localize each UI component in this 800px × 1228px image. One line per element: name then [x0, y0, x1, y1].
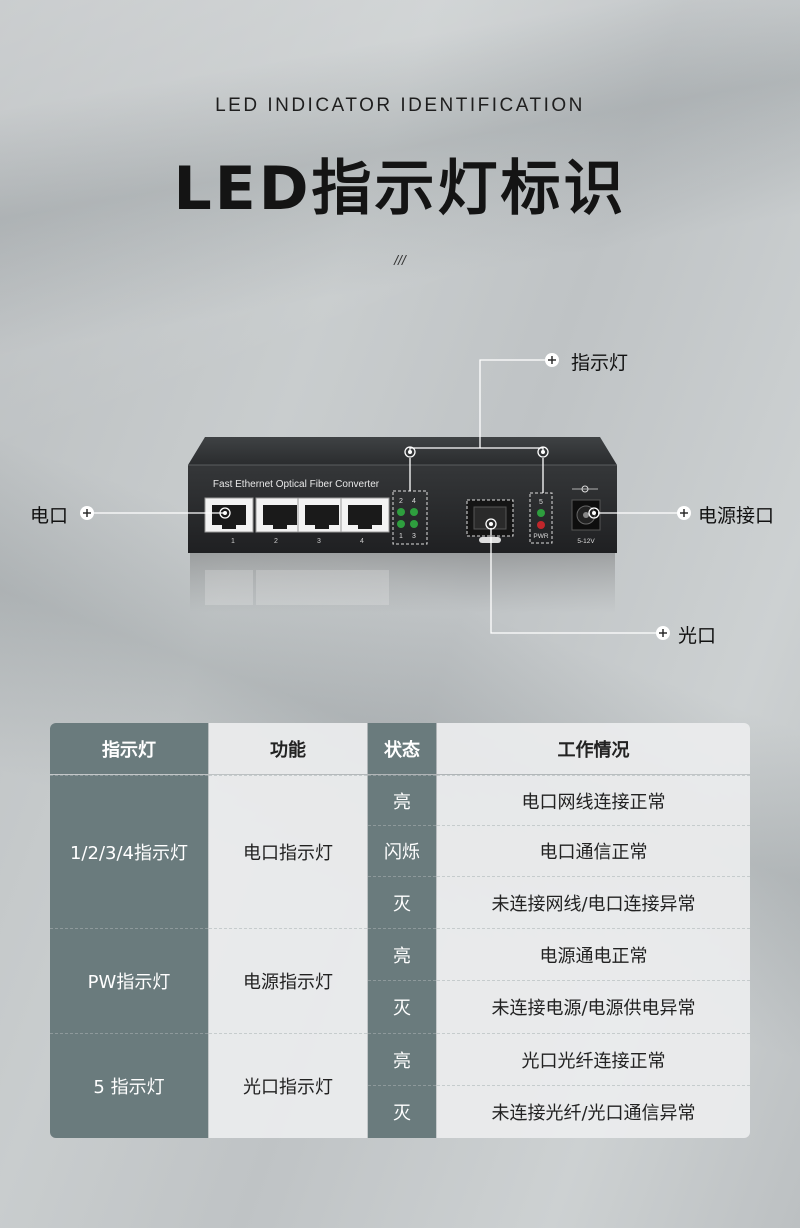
led-label-4: 4: [412, 498, 416, 505]
led-2: [397, 508, 405, 516]
callout-lines: [93, 359, 678, 634]
led-indicator-table: 指示灯 功能 状态 工作情况 1/2/3/4指示灯 电口指示灯 亮 电口网线连接…: [50, 723, 750, 1138]
table-cell-state: 闪烁: [368, 826, 436, 877]
callout-rj45: 电口: [30, 505, 69, 527]
table-cell-state: 灭: [368, 877, 436, 929]
callout-indicator: 指示灯: [571, 352, 629, 374]
port-number-4: 4: [360, 538, 364, 545]
table-cell-description: 未连接光纤/光口通信异常: [437, 1086, 750, 1138]
table-cell-indicator: 5 指示灯: [50, 1034, 208, 1138]
plus-icon: [80, 506, 94, 520]
plus-icon: [677, 506, 691, 520]
table-cell-state: 亮: [368, 929, 436, 981]
rj45-port-2: [255, 497, 305, 533]
table-cell-function: 电口指示灯: [209, 775, 367, 929]
device-label: Fast Ethernet Optical Fiber Converter: [213, 479, 380, 490]
table-cell-description: 电源通电正常: [437, 929, 750, 981]
table-cell-state: 灭: [368, 1086, 436, 1138]
title-decoration: ///: [394, 252, 406, 268]
table-cell-state: 灭: [368, 981, 436, 1034]
led-pwr: [537, 521, 545, 529]
table-cell-state: 亮: [368, 775, 436, 826]
table-cell-description: 未连接网线/电口连接异常: [437, 877, 750, 929]
table-cell-description: 电口网线连接正常: [437, 775, 750, 826]
status-led-frame: [529, 492, 553, 544]
led-3: [410, 520, 418, 528]
led-label-1: 1: [399, 533, 403, 540]
table-cell-indicator: 1/2/3/4指示灯: [50, 775, 208, 929]
rj45-port-4: [340, 497, 390, 533]
port-number-1: 1: [231, 538, 235, 545]
led-label-3: 3: [412, 533, 416, 540]
table-header-indicator: 指示灯: [50, 723, 208, 774]
table-cell-state: 亮: [368, 1034, 436, 1086]
power-label: 5-12V: [577, 538, 595, 545]
callout-targets: [219, 446, 600, 530]
pwr-label: PWR: [533, 533, 548, 540]
callout-fiber: 光口: [678, 625, 717, 647]
sfp-latch: [479, 537, 501, 543]
table-cell-description: 光口光纤连接正常: [437, 1034, 750, 1086]
rj45-port-3: [297, 497, 347, 533]
device-top: [188, 437, 617, 465]
rj45-ports: [204, 497, 390, 533]
led-label-2: 2: [399, 498, 403, 505]
device-reflection: [190, 553, 615, 613]
table-cell-description: 未连接电源/电源供电异常: [437, 981, 750, 1034]
table-header-description: 工作情况: [437, 723, 750, 774]
port-number-3: 3: [317, 538, 321, 545]
page-title: LED指示灯标识: [173, 154, 627, 224]
table-cell-function: 电源指示灯: [209, 929, 367, 1034]
table-header-function: 功能: [209, 723, 367, 774]
fiber-converter-illustration: Fast Ethernet Optical Fiber Converter 1 …: [80, 353, 691, 640]
led5-label: 5: [539, 499, 543, 506]
port-reflection: [205, 570, 389, 605]
led-4: [410, 508, 418, 516]
table-cell-indicator: PW指示灯: [50, 929, 208, 1034]
page-subtitle: LED INDICATOR IDENTIFICATION: [215, 95, 585, 116]
plus-icon: [656, 626, 670, 640]
table-cell-function: 光口指示灯: [209, 1034, 367, 1138]
table-header-state: 状态: [368, 723, 436, 774]
plus-markers: [80, 353, 691, 640]
plus-icon: [545, 353, 559, 367]
table-cell-description: 电口通信正常: [437, 826, 750, 877]
callout-power: 电源接口: [698, 505, 775, 527]
led-1: [397, 520, 405, 528]
port-number-2: 2: [274, 538, 278, 545]
led-5: [537, 509, 545, 517]
